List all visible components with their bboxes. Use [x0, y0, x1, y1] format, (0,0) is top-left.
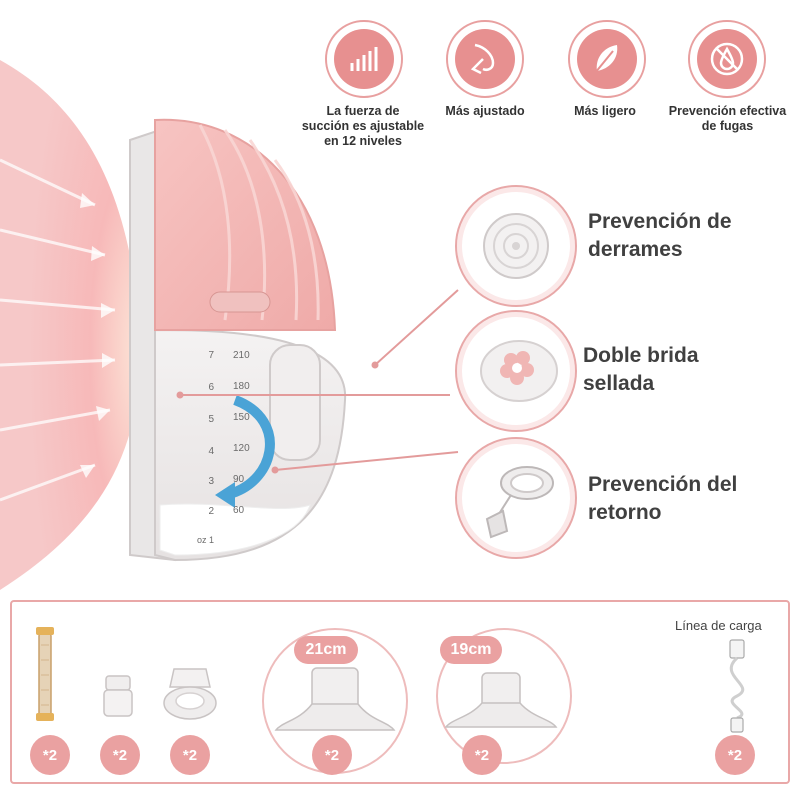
airflow-arrows: [0, 158, 116, 502]
ml-mark: 150: [233, 412, 250, 423]
quantity-badge: *2: [715, 735, 755, 775]
flange-21cm-icon: [274, 667, 396, 731]
background-graphics: [0, 60, 459, 590]
flange-19cm-icon: [444, 672, 558, 728]
ml-mark: 180: [233, 381, 250, 392]
quantity-badge: *2: [462, 735, 502, 775]
charging-cable-icon: [729, 639, 745, 733]
feature-leak: [688, 20, 766, 98]
oz-mark: 4: [208, 446, 214, 457]
ml-scale: 210 180 150 120 90 60: [233, 350, 267, 520]
suction-bars-icon: [350, 47, 378, 71]
oz-mark: oz 1: [196, 535, 214, 545]
size-21cm-pill: 21cm: [294, 636, 358, 664]
diaphragm-icon: [483, 213, 549, 279]
oz-scale: 7 6 5 4 3 2 oz 1: [186, 348, 216, 548]
detail-flange: [455, 310, 577, 432]
oz-mark: 2: [208, 506, 214, 517]
ml-mark: 210: [233, 350, 250, 361]
feature-fit-label: Más ajustado: [445, 104, 525, 118]
no-leak-drop-icon: [710, 42, 744, 76]
quantity-badge: *2: [30, 735, 70, 775]
quantity-badge: *2: [100, 735, 140, 775]
quantity-badge: *2: [170, 735, 210, 775]
oz-mark: 5: [208, 414, 214, 425]
flow-arrow: [223, 395, 275, 500]
detail-valve: [455, 437, 577, 559]
ml-mark: 60: [233, 505, 245, 516]
airflow-arrowheads: [80, 193, 115, 478]
valve-icon: [485, 466, 554, 539]
valve-piece-icon: [163, 668, 217, 720]
oz-mark: 7: [208, 350, 214, 361]
breast-fit-icon: [470, 43, 495, 75]
quantity-badge: *2: [312, 735, 352, 775]
detail-diaphragm: [455, 185, 577, 307]
flower-flange-icon: [480, 340, 558, 402]
callout-lines: [180, 289, 459, 471]
oz-mark: 3: [208, 476, 214, 487]
connector-icon: [103, 675, 133, 717]
feather-icon: [594, 45, 618, 74]
strap-icon: [36, 627, 54, 721]
feature-suction: [325, 20, 403, 98]
feature-light: [568, 20, 646, 98]
breast-shape: [0, 60, 141, 590]
charging-cable-label: Línea de carga: [675, 618, 762, 633]
oz-mark: 6: [208, 382, 214, 393]
ml-mark: 90: [233, 474, 245, 485]
size-19cm-pill: 19cm: [440, 636, 502, 664]
feature-light-label: Más ligero: [574, 104, 636, 118]
ml-mark: 120: [233, 443, 250, 454]
feature-fit: [446, 20, 524, 98]
